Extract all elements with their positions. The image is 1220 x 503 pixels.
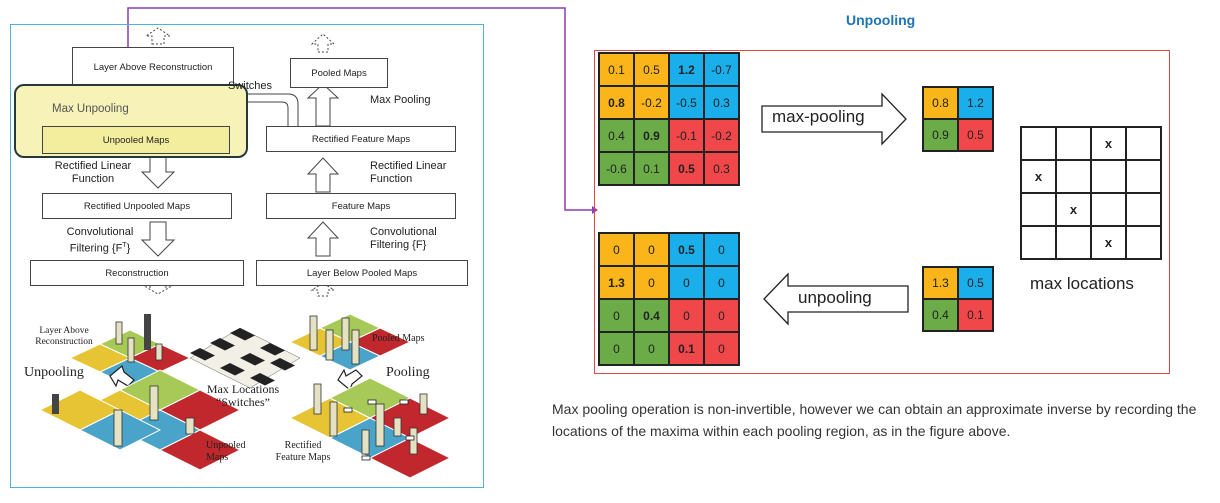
bottom-rectified-feature-maps-label: Rectified Feature Maps <box>275 440 331 463</box>
grid-cell: 0.4 <box>923 299 958 331</box>
grid-cell: 0 <box>599 299 634 332</box>
grid-cell: 1.2 <box>958 87 993 119</box>
max-location-cell <box>1056 160 1091 193</box>
grid-cell: 0 <box>704 233 739 266</box>
grid-cell: 0 <box>704 332 739 365</box>
grid-cell: 1.2 <box>669 53 704 86</box>
max-location-cell <box>1126 127 1161 160</box>
max-location-cell: x <box>1056 193 1091 226</box>
grid-cell: 1.3 <box>599 266 634 299</box>
grid-cell: 0.3 <box>704 152 739 185</box>
grid-cell: -0.5 <box>669 86 704 119</box>
grid-cell: 0.1 <box>634 152 669 185</box>
bottom-pooling-label: Pooling <box>386 365 430 380</box>
grid-cell: -0.7 <box>704 53 739 86</box>
caption-text: Max pooling operation is non-invertible,… <box>552 401 1197 439</box>
grid-cell: 0 <box>704 299 739 332</box>
grid-cell: 0.1 <box>669 332 704 365</box>
page-title: Unpooling <box>846 12 916 28</box>
max-location-cell: x <box>1021 160 1056 193</box>
grid-cell: 0.4 <box>634 299 669 332</box>
grid-cell: 0 <box>634 233 669 266</box>
conv-right-label: Convolutional Filtering {F} <box>370 226 437 251</box>
max-location-cell <box>1091 193 1126 226</box>
conv-left-label: Convolutional Filtering {FT} <box>66 226 134 255</box>
grid-cell: 0.9 <box>923 119 958 151</box>
grid-cell: 0 <box>599 233 634 266</box>
grid-cell: 0 <box>599 332 634 365</box>
layer-below-pooled-maps-box: Layer Below Pooled Maps <box>256 260 468 286</box>
bottom-max-locations-label: Max Locations“Switches” <box>206 382 280 409</box>
max-location-cell <box>1126 226 1161 259</box>
max-pooling-label: Max Pooling <box>370 94 431 106</box>
grid-cell: 0.4 <box>599 119 634 152</box>
unpooling-example-frame <box>594 50 1170 374</box>
max-location-cell <box>1056 226 1091 259</box>
unpooling-illustration <box>38 313 452 479</box>
max-pooling-label: max-pooling <box>772 107 865 126</box>
unpooling-label: unpooling <box>798 288 872 307</box>
max-pooling-arrow <box>761 92 907 146</box>
grid-cell: 0.1 <box>958 299 993 331</box>
rectified-unpooled-maps-box: Rectified Unpooled Maps <box>42 193 232 219</box>
grid-cell: -0.6 <box>599 152 634 185</box>
grid-cell: 0 <box>634 332 669 365</box>
grid-cell: 0.8 <box>599 86 634 119</box>
grid-cell: 0.1 <box>599 53 634 86</box>
switches-label: Switches <box>228 80 273 92</box>
feature-maps-box: Feature Maps <box>266 193 456 219</box>
max-location-cell <box>1056 127 1091 160</box>
max-location-cell <box>1126 160 1161 193</box>
relu-left-label: Rectified Linear Function <box>54 160 132 185</box>
layer-above-reconstruction-box: Layer Above Reconstruction <box>72 47 234 87</box>
bottom-unpooling-label: Unpooling <box>24 365 84 380</box>
max-unpooling-label: Max Unpooling <box>52 103 129 115</box>
max-location-cell <box>1021 127 1056 160</box>
pooled-maps-box: Pooled Maps <box>290 58 388 88</box>
max-location-cell <box>1021 226 1056 259</box>
bottom-unpooled-maps-label: Unpooled Maps <box>206 440 246 463</box>
grid-cell: 0 <box>634 266 669 299</box>
max-location-cell <box>1126 193 1161 226</box>
grid-cell: 0.5 <box>958 267 993 299</box>
grid-cell: 0 <box>704 266 739 299</box>
max-location-cell: x <box>1091 226 1126 259</box>
grid-cell: 0.5 <box>634 53 669 86</box>
max-locations-label: max locations <box>1030 274 1134 293</box>
grid-cell: 1.3 <box>923 267 958 299</box>
grid-cell: 0 <box>669 299 704 332</box>
grid-cell: -0.1 <box>669 119 704 152</box>
deconvnet-diagram-panel <box>10 24 484 488</box>
reconstruction-box: Reconstruction <box>30 260 244 286</box>
grid-cell: 0.3 <box>704 86 739 119</box>
grid-cell: 0.5 <box>669 233 704 266</box>
grid-cell: 0 <box>669 266 704 299</box>
relu-right-label: Rectified Linear Function <box>370 160 447 185</box>
grid-cell: 0.5 <box>669 152 704 185</box>
unpooling-arrow <box>763 272 909 326</box>
bottom-layer-above-label: Layer Above Reconstruction <box>35 326 93 347</box>
grid-cell: 0.9 <box>634 119 669 152</box>
max-location-cell <box>1091 160 1126 193</box>
rectified-feature-maps-box: Rectified Feature Maps <box>266 126 456 152</box>
max-location-cell: x <box>1091 127 1126 160</box>
bottom-pooled-maps-label: Pooled Maps <box>372 333 425 344</box>
grid-cell: 0.5 <box>958 119 993 151</box>
grid-cell: -0.2 <box>704 119 739 152</box>
grid-cell: -0.2 <box>634 86 669 119</box>
unpooled-maps-box: Unpooled Maps <box>42 126 230 154</box>
grid-cell: 0.8 <box>923 87 958 119</box>
max-location-cell <box>1021 193 1056 226</box>
